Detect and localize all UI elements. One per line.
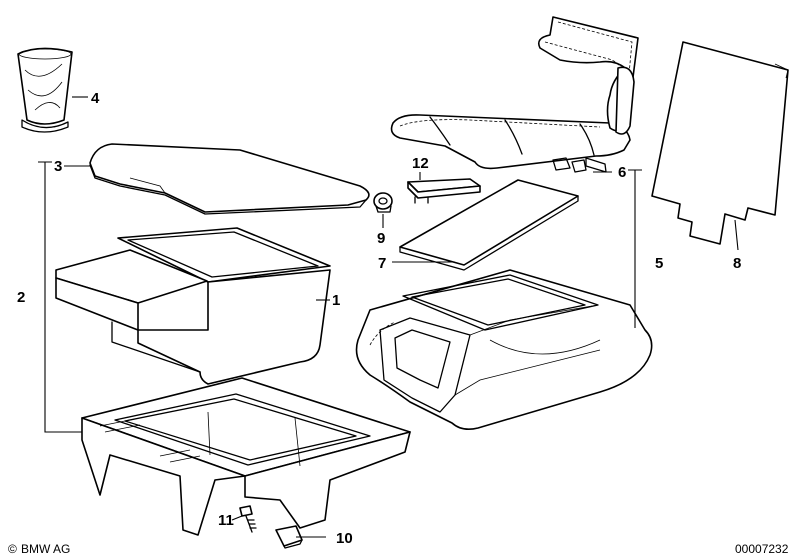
cushion-part	[390, 16, 639, 173]
callout-11: 11	[218, 512, 234, 529]
callout-6: 6	[618, 164, 626, 181]
callout-1: 1	[332, 292, 340, 309]
callout-10: 10	[336, 530, 353, 547]
diagram-number: 00007232	[735, 542, 789, 556]
cap-part	[407, 178, 481, 204]
screw-part	[239, 505, 257, 533]
box-insert-part	[55, 227, 331, 385]
callout-2: 2	[17, 289, 25, 306]
base-frame-part	[81, 377, 411, 536]
back-panel-part	[651, 41, 789, 245]
copyright-symbol: ©	[8, 542, 17, 556]
callout-8: 8	[733, 255, 741, 272]
brand-label: BMW AG	[21, 542, 70, 556]
callout-3: 3	[54, 158, 62, 175]
bracket-part	[275, 525, 303, 549]
console-housing-part	[355, 269, 653, 430]
callout-5: 5	[655, 255, 663, 272]
lid-part	[89, 143, 370, 215]
pad-plate-part	[399, 179, 579, 271]
grommet-part	[373, 192, 393, 213]
callout-4: 4	[91, 90, 100, 107]
callout-9: 9	[377, 230, 385, 247]
callout-7: 7	[378, 255, 386, 272]
cup-part	[17, 47, 73, 133]
callout-12: 12	[412, 155, 429, 172]
